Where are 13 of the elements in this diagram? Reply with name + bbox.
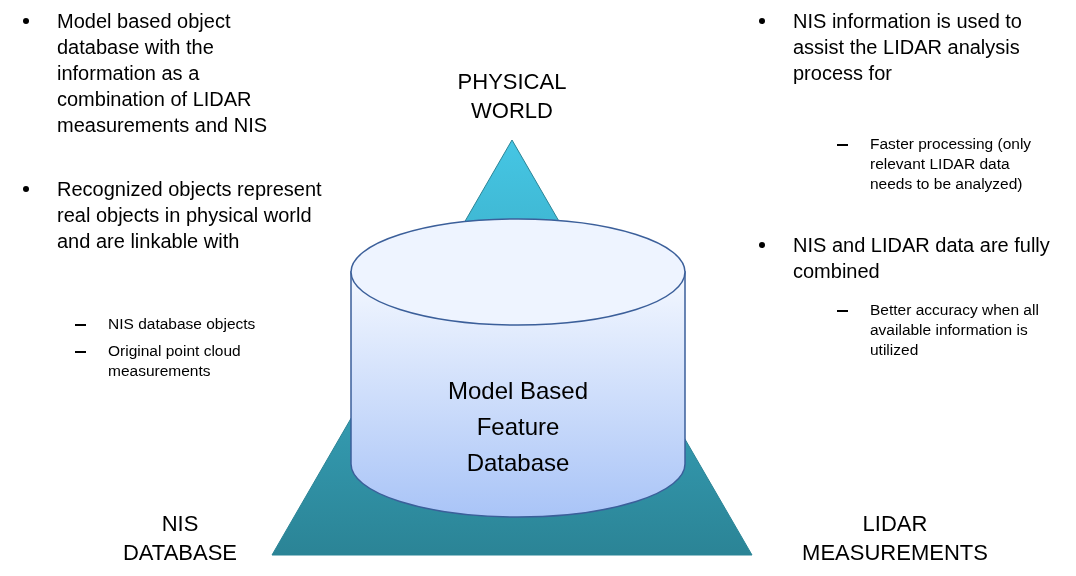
sub-bullet-text: Original point cloud measurements bbox=[108, 341, 242, 382]
sub-bullet-text: NIS database objects bbox=[108, 314, 257, 334]
corner-label: LIDAR MEASUREMENTS bbox=[801, 510, 989, 567]
corner-label: PHYSICAL WORLD bbox=[456, 68, 568, 125]
node-text: Model Based Feature Database bbox=[446, 376, 590, 478]
sub-bullet-text: Faster processing (only relevant LIDAR data needs to be analyzed) bbox=[870, 134, 1033, 195]
corner-label: NIS DATABASE bbox=[121, 510, 239, 567]
bullet-text: NIS and LIDAR data are fully combined bbox=[793, 233, 1051, 284]
bullet-text: Model based object database with the information as a combination of LIDAR measurements and NIS bbox=[57, 9, 269, 138]
sub-bullet-text: Better accuracy when all available information is utilized bbox=[870, 300, 1040, 361]
bullet-text: NIS information is used to assist the LIDAR analysis process for bbox=[793, 9, 1023, 86]
database-cylinder bbox=[350, 218, 686, 518]
bullet-text: Recognized objects represent real objects in physical world and are linkable with bbox=[57, 177, 323, 254]
